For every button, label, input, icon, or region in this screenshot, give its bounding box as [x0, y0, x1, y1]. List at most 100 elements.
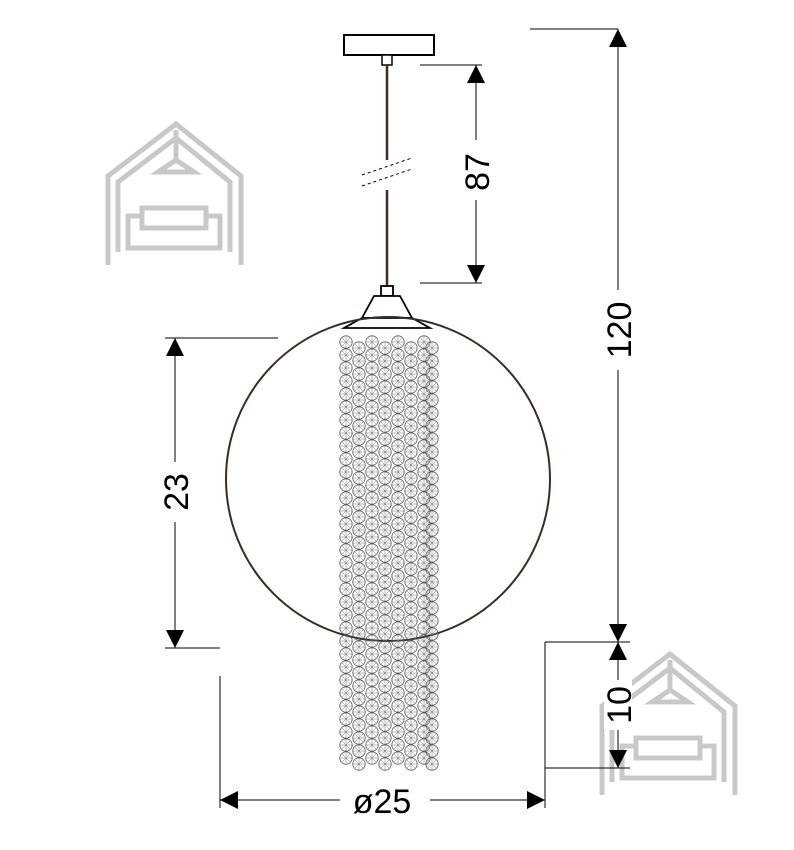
- crystal-bead-icon: [425, 718, 439, 732]
- crystal-bead-icon: [417, 608, 431, 622]
- crystal-bead-icon: [378, 471, 392, 485]
- crystal-bead-icon: [378, 445, 392, 459]
- crystal-bead-icon: [391, 387, 405, 401]
- crystal-bead-icon: [391, 725, 405, 739]
- crystal-bead-icon: [417, 673, 431, 687]
- crystal-bead-icon: [417, 452, 431, 466]
- crystal-bead-icon: [417, 699, 431, 713]
- crystal-bead-icon: [425, 406, 439, 420]
- crystal-bead-icon: [417, 595, 431, 609]
- crystal-bead-icon: [425, 575, 439, 589]
- crystal-bead-icon: [417, 569, 431, 583]
- crystal-bead-icon: [417, 621, 431, 635]
- crystal-bead-icon: [391, 582, 405, 596]
- crystal-bead-icon: [417, 686, 431, 700]
- crystal-bead-icon: [391, 543, 405, 557]
- crystal-bead-icon: [365, 569, 379, 583]
- crystal-bead-icon: [391, 530, 405, 544]
- crystal-bead-icon: [404, 536, 418, 550]
- crystal-bead-icon: [365, 556, 379, 570]
- crystal-bead-icon: [417, 543, 431, 557]
- crystal-bead-icon: [352, 432, 366, 446]
- crystal-bead-icon: [339, 452, 353, 466]
- crystal-bead-icon: [339, 634, 353, 648]
- crystal-bead-icon: [391, 647, 405, 661]
- crystal-bead-icon: [339, 543, 353, 557]
- crystal-strands: [339, 335, 439, 771]
- crystal-bead-icon: [404, 588, 418, 602]
- crystal-bead-icon: [378, 354, 392, 368]
- crystal-bead-icon: [365, 335, 379, 349]
- crystal-bead-icon: [391, 439, 405, 453]
- crystal-bead-icon: [404, 614, 418, 628]
- crystal-bead-icon: [378, 601, 392, 615]
- crystal-bead-icon: [404, 718, 418, 732]
- crystal-bead-icon: [425, 666, 439, 680]
- crystal-bead-icon: [339, 348, 353, 362]
- crystal-bead-icon: [404, 523, 418, 537]
- crystal-bead-icon: [378, 497, 392, 511]
- crystal-bead-icon: [425, 640, 439, 654]
- crystal-bead-icon: [365, 439, 379, 453]
- crystal-bead-icon: [378, 653, 392, 667]
- crystal-bead-icon: [378, 588, 392, 602]
- crystal-bead-icon: [339, 361, 353, 375]
- crystal-bead-icon: [352, 497, 366, 511]
- crystal-bead-icon: [417, 738, 431, 752]
- crystal-bead-icon: [352, 419, 366, 433]
- crystal-bead-icon: [404, 406, 418, 420]
- house-with-sofa-icon: [105, 120, 244, 265]
- crystal-bead-icon: [417, 634, 431, 648]
- crystal-bead-icon: [352, 653, 366, 667]
- crystal-bead-icon: [404, 679, 418, 693]
- crystal-bead-icon: [391, 660, 405, 674]
- crystal-bead-icon: [378, 705, 392, 719]
- cord-length-label: 87: [459, 153, 497, 191]
- crystal-bead-icon: [425, 744, 439, 758]
- crystal-bead-icon: [391, 426, 405, 440]
- crystal-bead-icon: [391, 608, 405, 622]
- crystal-bead-icon: [378, 484, 392, 498]
- crystal-bead-icon: [417, 491, 431, 505]
- crystal-bead-icon: [365, 374, 379, 388]
- crystal-bead-icon: [425, 445, 439, 459]
- crystal-bead-icon: [391, 374, 405, 388]
- crystal-bead-icon: [417, 517, 431, 531]
- crystal-bead-icon: [365, 426, 379, 440]
- crystal-bead-icon: [339, 751, 353, 765]
- crystal-bead-icon: [425, 692, 439, 706]
- crystal-bead-icon: [404, 419, 418, 433]
- crystal-bead-icon: [425, 393, 439, 407]
- crystal-bead-icon: [365, 465, 379, 479]
- crystal-bead-icon: [404, 692, 418, 706]
- crystal-bead-icon: [417, 530, 431, 544]
- crystal-bead-icon: [378, 627, 392, 641]
- crystal-bead-icon: [339, 478, 353, 492]
- crystal-bead-icon: [339, 439, 353, 453]
- crystal-bead-icon: [391, 504, 405, 518]
- crystal-bead-icon: [391, 569, 405, 583]
- crystal-bead-icon: [417, 413, 431, 427]
- crystal-bead-icon: [352, 471, 366, 485]
- cord-break-mark: [361, 157, 413, 187]
- crystal-bead-icon: [425, 562, 439, 576]
- crystal-bead-icon: [391, 621, 405, 635]
- crystal-bead-icon: [365, 582, 379, 596]
- crystal-bead-icon: [378, 458, 392, 472]
- crystal-bead-icon: [339, 712, 353, 726]
- crystal-bead-icon: [391, 673, 405, 687]
- crystal-bead-icon: [404, 627, 418, 641]
- crystal-bead-icon: [404, 367, 418, 381]
- crystal-bead-icon: [391, 400, 405, 414]
- crystal-bead-icon: [365, 491, 379, 505]
- crystal-bead-icon: [417, 660, 431, 674]
- crystal-bead-icon: [339, 426, 353, 440]
- crystal-bead-icon: [417, 335, 431, 349]
- crystal-bead-icon: [378, 562, 392, 576]
- crystal-bead-icon: [352, 627, 366, 641]
- crystal-bead-icon: [339, 738, 353, 752]
- crystal-bead-icon: [365, 738, 379, 752]
- crystal-bead-icon: [417, 725, 431, 739]
- crystal-bead-icon: [352, 692, 366, 706]
- crystal-bead-icon: [365, 660, 379, 674]
